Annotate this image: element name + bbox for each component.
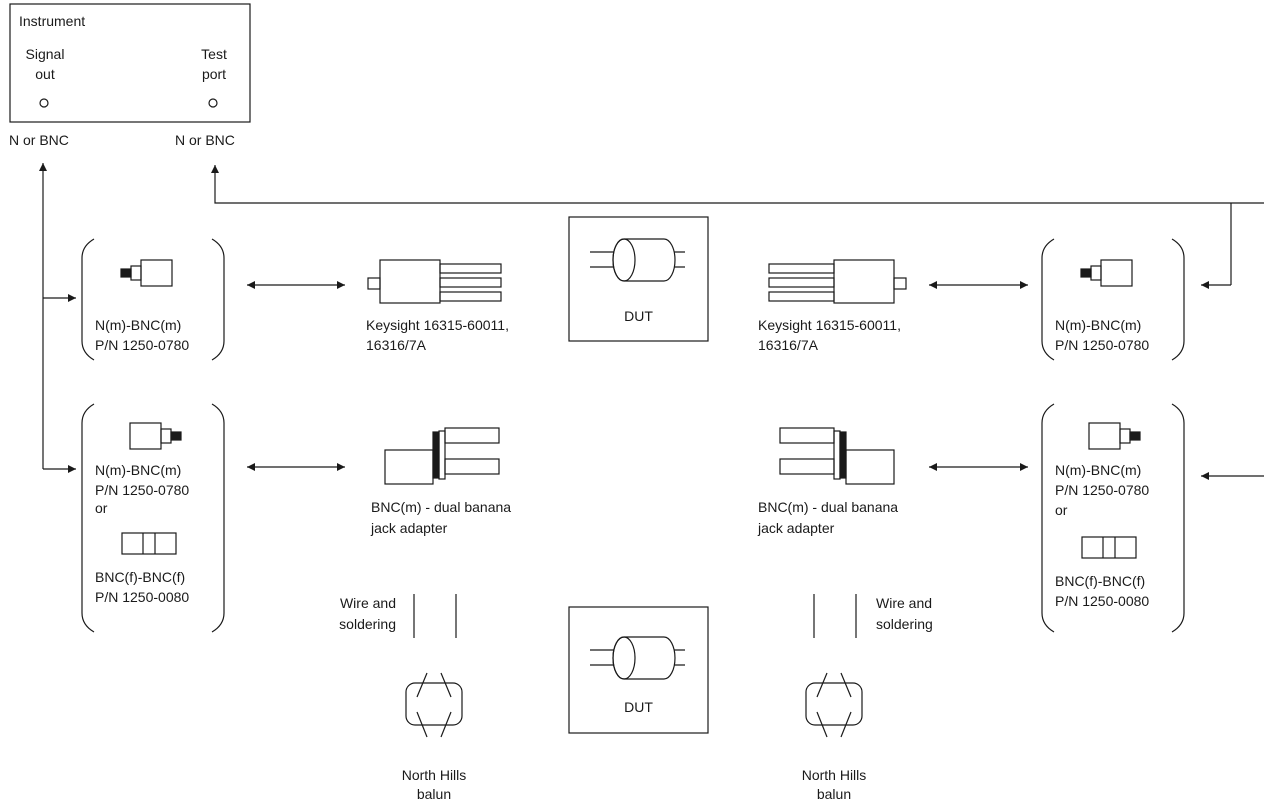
balun-label-right-line2: balun	[816, 786, 852, 802]
banana-adapter-label-left-line1: BNC(m) - dual banana	[371, 499, 512, 515]
balun-icon-left	[405, 672, 463, 738]
instrument-box	[9, 3, 251, 123]
wire-lines-right	[813, 594, 857, 638]
bnc-bnc-adapter-icon-right	[1081, 536, 1137, 559]
test-fixture-label-right-line1: Keysight 16315-60011,	[758, 317, 901, 333]
signal-out-label: Signal out	[25, 46, 65, 82]
balun-label-left-line2: balun	[416, 786, 452, 802]
bncbnc-adapter-pn-left: P/N 1250-0080	[95, 589, 190, 605]
bncbnc-adapter-name-left: BNC(f)-BNC(f)	[95, 569, 186, 585]
banana-adapter-label-left-line2: jack adapter	[371, 520, 448, 536]
dut-box-top	[568, 216, 709, 342]
banana-adapter-icon-left	[384, 427, 500, 485]
banana-adapter-icon-right	[779, 427, 895, 485]
test-fixture-icon-left	[367, 259, 502, 304]
nbnc-adapter-pn-left-top: P/N 1250-0780	[95, 337, 190, 353]
dut-label-top: DUT	[624, 308, 653, 324]
test-fixture-label-left-line2: 16316/7A	[366, 337, 426, 353]
nbnc-adapter-name-right-bottom: N(m)-BNC(m)	[1055, 462, 1142, 478]
test-port-return-line	[211, 165, 1264, 204]
bracket-right-bottom-open	[1041, 403, 1055, 633]
or-label-right: or	[1055, 502, 1068, 518]
bracket-right-top-close	[1171, 238, 1185, 361]
signal-out-connector-label: N or BNC	[9, 132, 69, 148]
bracket-left-bottom-close	[211, 403, 225, 633]
signal-out-port	[39, 98, 49, 108]
bracket-left-bottom-open	[81, 403, 95, 633]
dut-box-bottom	[568, 606, 709, 734]
test-fixture-icon-right	[768, 259, 907, 304]
wire-label-right-line1: Wire and	[876, 595, 933, 611]
test-fixture-label-right-line2: 16316/7A	[758, 337, 818, 353]
nbnc-adapter-name-left-top: N(m)-BNC(m)	[95, 317, 182, 333]
bracket-right-top-open	[1041, 238, 1055, 361]
dut-component-icon-bottom	[590, 636, 685, 680]
dut-label-bottom: DUT	[624, 699, 653, 715]
bracket-left-top-open	[81, 238, 95, 361]
dut-component-icon-top	[590, 238, 685, 282]
test-port-label: Test port	[201, 46, 227, 82]
nbnc-adapter-pn-right-top: P/N 1250-0780	[1055, 337, 1150, 353]
wire-label-left-line2: soldering	[339, 616, 396, 632]
balun-icon-right	[805, 672, 863, 738]
bracket-right-bottom-close	[1171, 403, 1185, 633]
bnc-bnc-adapter-icon-left	[121, 532, 177, 555]
nbnc-adapter-pn-left-bottom: P/N 1250-0780	[95, 482, 190, 498]
balun-label-left-line1: North Hills	[401, 767, 467, 783]
nbnc-adapter-name-right-top: N(m)-BNC(m)	[1055, 317, 1142, 333]
wire-label-left-line1: Wire and	[339, 595, 396, 611]
banana-adapter-label-right-line1: BNC(m) - dual banana	[758, 499, 899, 515]
test-fixture-label-left-line1: Keysight 16315-60011,	[366, 317, 509, 333]
n-bnc-adapter-icon-left-top	[120, 259, 173, 287]
n-bnc-adapter-icon-right-bottom	[1088, 422, 1141, 450]
wire-lines-left	[413, 594, 457, 638]
balun-label-right-line1: North Hills	[801, 767, 867, 783]
n-bnc-adapter-icon-left-bottom	[129, 422, 182, 450]
test-port	[208, 98, 218, 108]
n-bnc-adapter-icon-right-top	[1080, 259, 1133, 287]
bncbnc-adapter-pn-right: P/N 1250-0080	[1055, 593, 1150, 609]
wire-label-right-line2: soldering	[876, 616, 933, 632]
bracket-left-top-close	[211, 238, 225, 361]
bncbnc-adapter-name-right: BNC(f)-BNC(f)	[1055, 573, 1146, 589]
nbnc-adapter-pn-right-bottom: P/N 1250-0780	[1055, 482, 1150, 498]
banana-adapter-label-right-line2: jack adapter	[758, 520, 835, 536]
or-label-left: or	[95, 500, 108, 516]
test-port-connector-label: N or BNC	[175, 132, 235, 148]
instrument-title: Instrument	[19, 13, 86, 29]
nbnc-adapter-name-left-bottom: N(m)-BNC(m)	[95, 462, 182, 478]
